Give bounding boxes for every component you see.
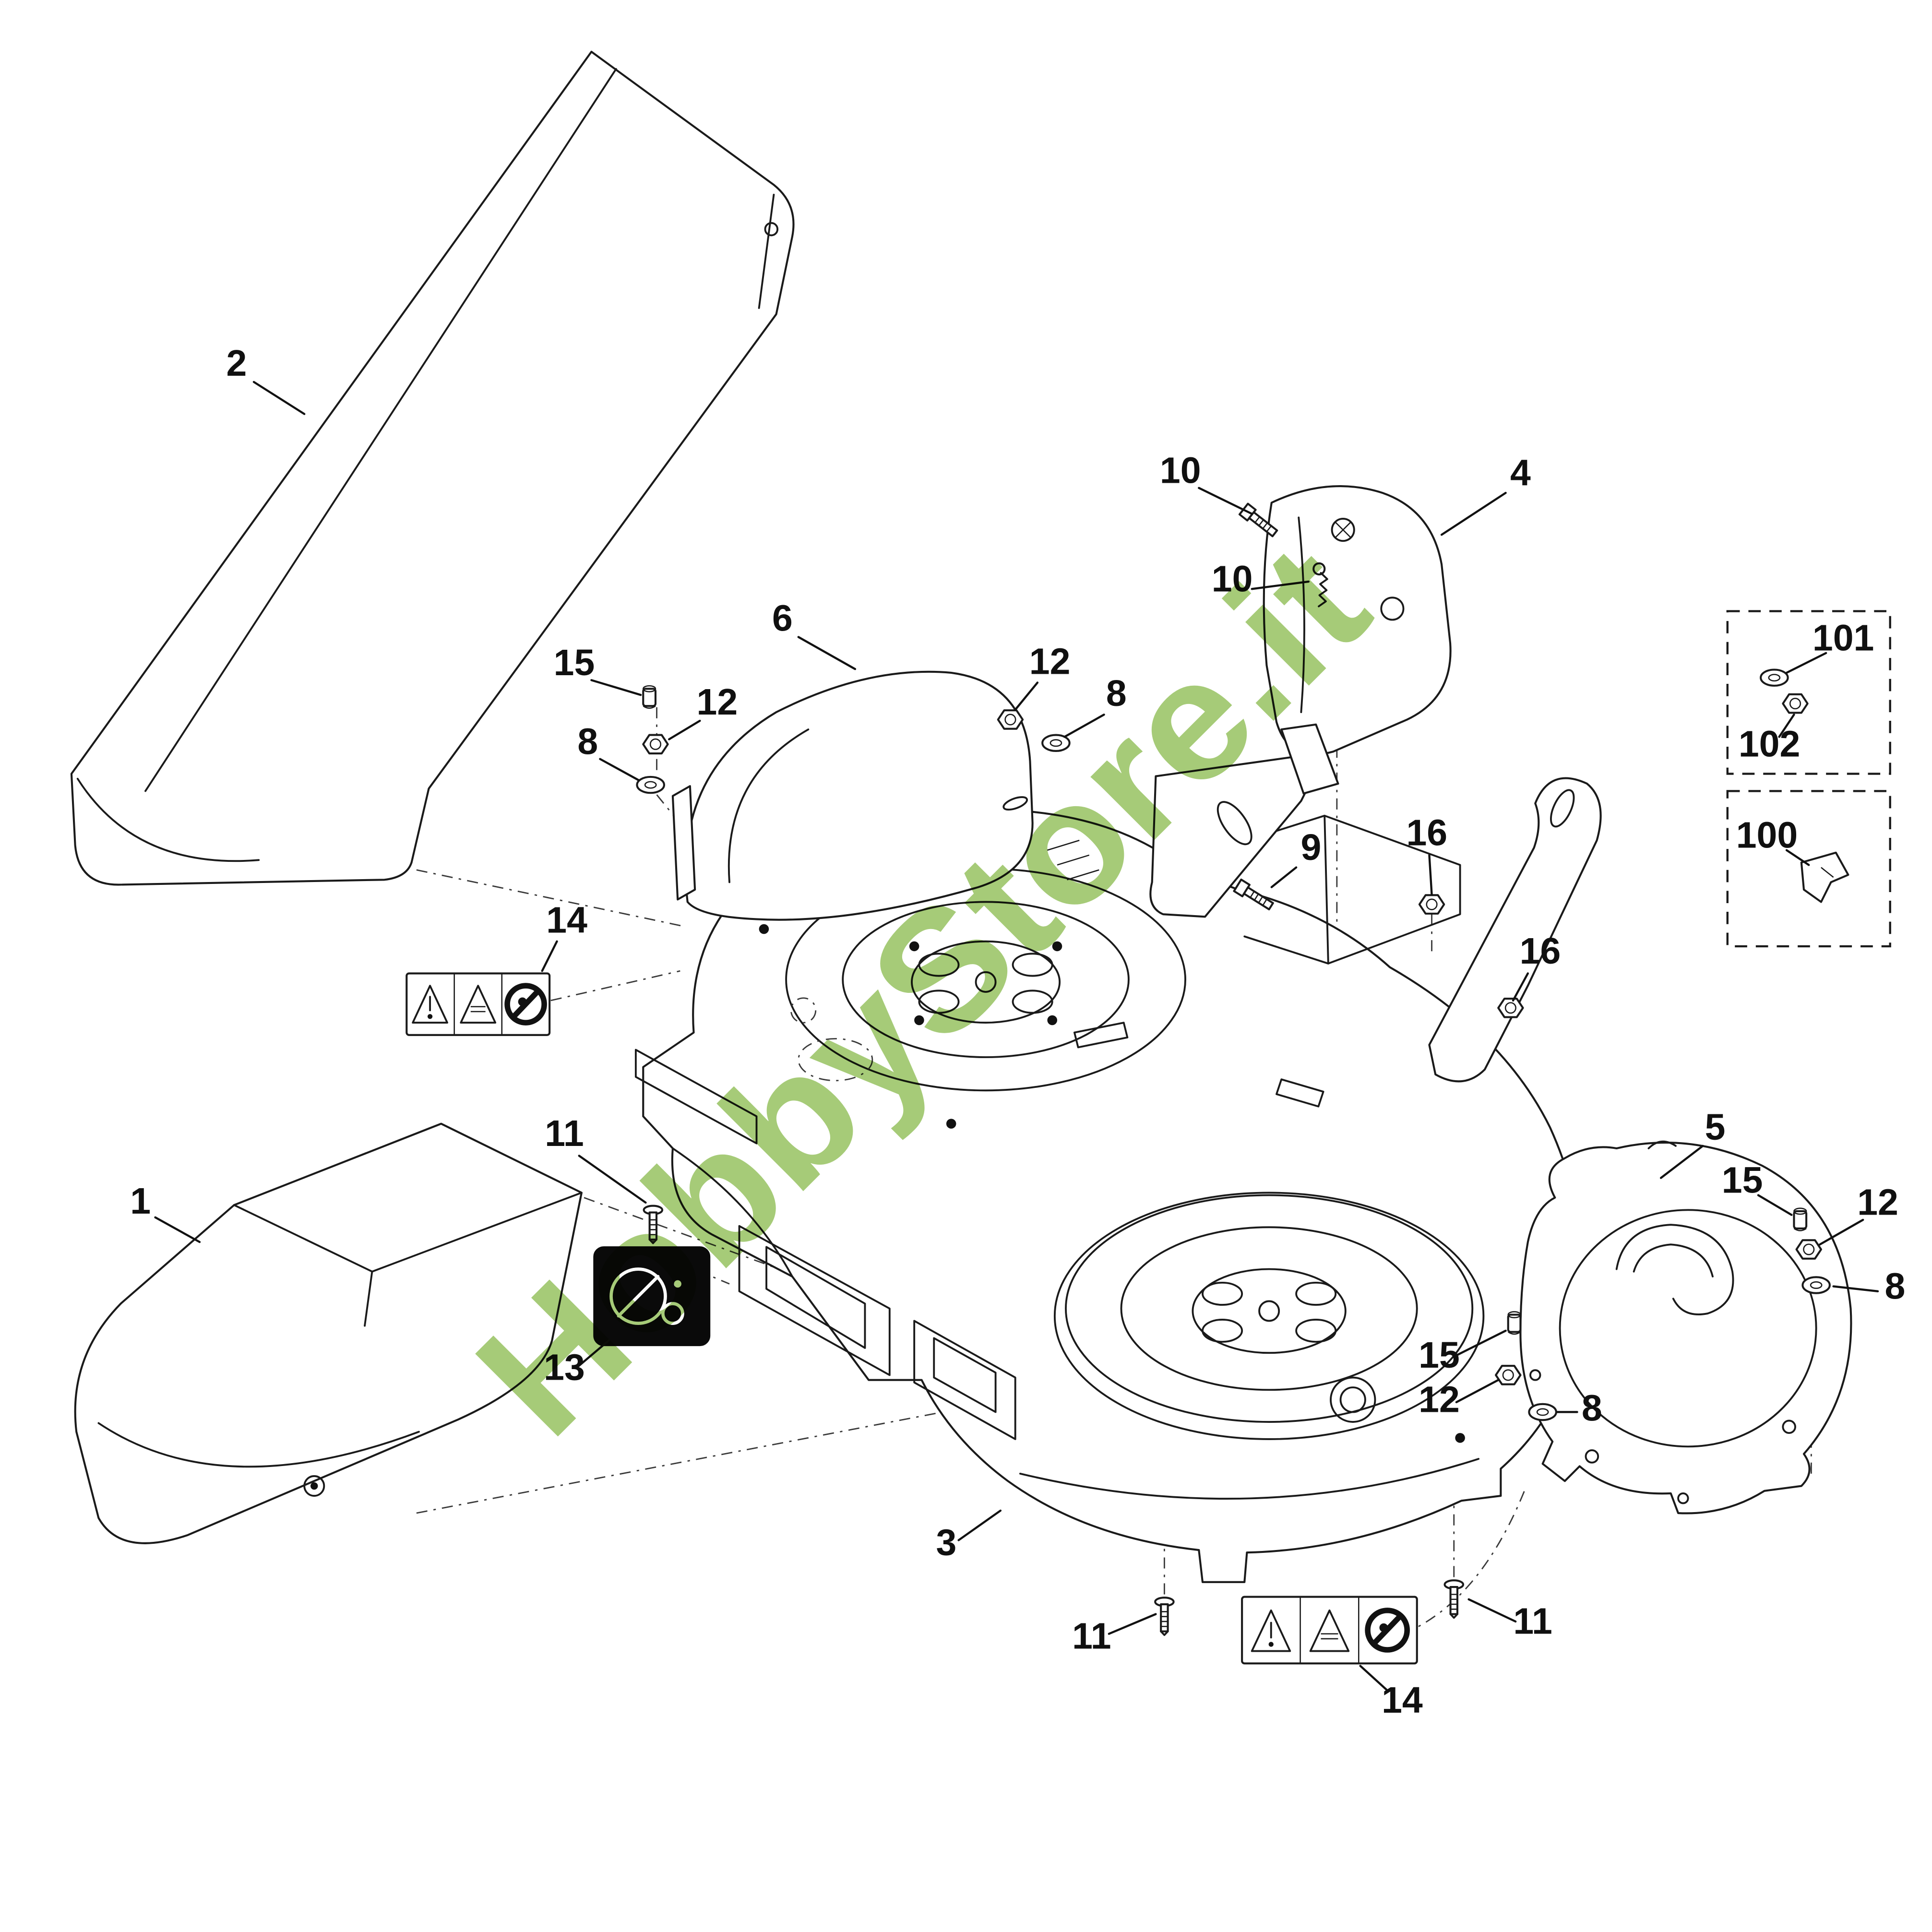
callout-part-9: 9 <box>1301 827 1322 868</box>
callout-part-12-mid: 12 <box>1029 641 1071 682</box>
callout-part-11-left: 11 <box>545 1113 584 1154</box>
nut-102-part <box>1783 694 1807 713</box>
callout-part-1: 1 <box>130 1181 151 1222</box>
callout-part-13: 13 <box>544 1347 585 1388</box>
callout-part-11-bottom-2: 11 <box>1513 1601 1552 1642</box>
callout-part-2: 2 <box>227 343 247 384</box>
callout-part-6: 6 <box>772 598 793 639</box>
kit-box-101-102 <box>1726 610 1891 775</box>
callout-part-14-left: 14 <box>546 900 587 941</box>
rear-hanger-arm <box>1428 777 1602 1083</box>
callout-leader-lines <box>154 381 1879 1692</box>
callout-part-12-right-1: 12 <box>1857 1182 1898 1223</box>
nut-12-right-2 <box>1496 1366 1520 1384</box>
callout-part-4: 4 <box>1510 453 1531 494</box>
callout-part-15-right-2: 15 <box>1419 1335 1460 1376</box>
callout-part-5: 5 <box>1705 1107 1726 1148</box>
bushing-15-right-2 <box>1508 1312 1521 1334</box>
nut-12-right-1 <box>1797 1240 1821 1259</box>
part-4-bracket <box>1263 485 1452 795</box>
callout-part-10-b: 10 <box>1212 558 1253 599</box>
warning-label-bottom <box>1241 1596 1418 1665</box>
screw-11-bottom-2 <box>1445 1580 1464 1618</box>
blade-warning-sticker <box>593 1246 711 1347</box>
callout-part-8-right-2: 8 <box>1582 1387 1602 1429</box>
callout-part-3: 3 <box>936 1522 956 1563</box>
nut-12-mid <box>998 710 1023 729</box>
part-9-bracket-arm <box>1149 755 1312 918</box>
part-6-belt-cover <box>671 670 1034 921</box>
bracket-100-part <box>1800 851 1849 903</box>
callout-part-15-right-1: 15 <box>1722 1159 1763 1201</box>
washer-101-part <box>1761 669 1788 685</box>
callout-labels: 2 10 4 10 6 15 12 8 12 8 9 16 16 14 11 1… <box>130 343 1905 1721</box>
kit-box-100 <box>1726 790 1891 948</box>
nut-12-left <box>643 735 668 754</box>
callout-part-16-b: 16 <box>1520 930 1561 972</box>
bushing-15-right-1 <box>1794 1208 1806 1231</box>
callout-part-15-left: 15 <box>554 642 595 683</box>
nut-16-b <box>1498 999 1523 1017</box>
callout-part-10-a: 10 <box>1160 450 1201 491</box>
bushing-15-left <box>643 686 656 708</box>
callout-part-102: 102 <box>1739 724 1800 765</box>
callout-part-12-left: 12 <box>697 681 738 723</box>
part-5-side-cover <box>1519 1140 1852 1515</box>
callout-part-100: 100 <box>1736 815 1798 856</box>
part-1-lower-chute <box>74 1122 583 1544</box>
nut-16-a <box>1419 895 1444 914</box>
washer-8-right-1 <box>1802 1277 1829 1293</box>
callout-part-14-bottom: 14 <box>1382 1680 1423 1721</box>
callout-part-8-mid: 8 <box>1106 673 1127 714</box>
part-2-upper-chute <box>70 50 795 886</box>
washer-8-left <box>637 777 664 793</box>
callout-part-12-right-2: 12 <box>1419 1379 1460 1420</box>
washer-8-right-2 <box>1529 1404 1556 1420</box>
screw-11-bottom-1 <box>1155 1598 1174 1635</box>
callout-part-101: 101 <box>1813 618 1874 659</box>
warning-label-left <box>405 972 551 1036</box>
callout-part-16-a: 16 <box>1406 812 1447 853</box>
callout-part-8-right-1: 8 <box>1885 1265 1906 1307</box>
callout-part-8-left: 8 <box>577 721 598 762</box>
callout-part-11-bottom-1: 11 <box>1072 1615 1111 1657</box>
